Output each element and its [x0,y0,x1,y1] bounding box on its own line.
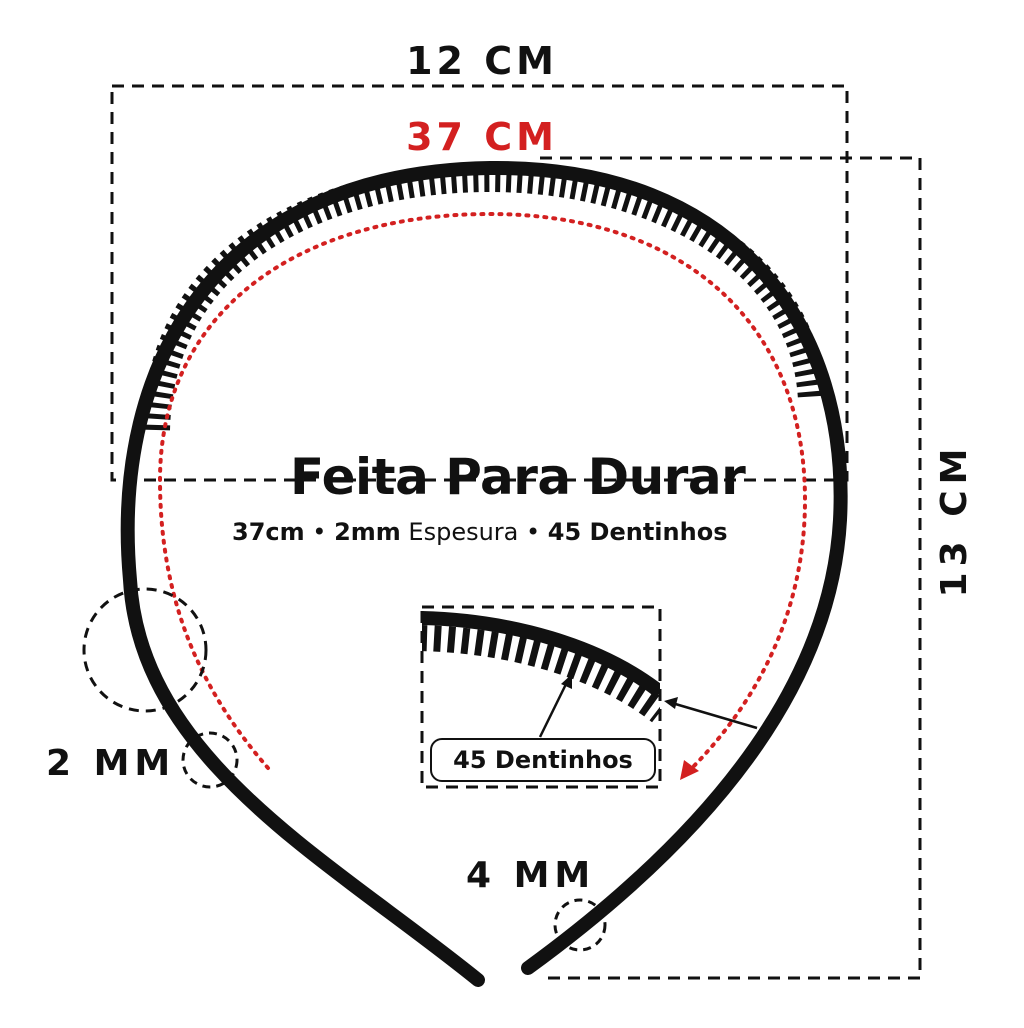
tip-circle [553,898,607,952]
spec-thickness: 2mm [334,518,401,546]
thickness-label: 2 MM [46,743,176,784]
spec-line: 37cm • 2mm Espesura • 45 Dentinhos [232,520,727,544]
spec-thickness-label: Espesura [400,518,519,546]
spec-teeth: 45 Dentinhos [547,518,728,546]
spec-separator: • [304,518,335,546]
arc-length-label: 37 CM [406,115,558,159]
inset-pointer-head-icon [664,697,678,709]
headband-band [120,160,848,987]
height-label: 13 CM [934,442,975,598]
width-label: 12 CM [406,39,558,83]
spec-separator: • [518,518,548,546]
width-dimension-box [110,84,849,482]
inset-pointer-line [671,701,758,730]
tip-width-label: 4 MM [466,855,596,896]
badge-pointer-line [538,679,570,738]
badge-pointer-head-icon [561,674,572,689]
spec-length: 37cm [232,518,305,546]
thickness-circle [181,731,239,789]
headline: Feita Para Durar [290,448,746,506]
height-dimension-box [540,156,922,980]
teeth-count-badge: 45 Dentinhos [430,738,656,782]
arc-length-dotted-line [157,211,808,772]
arc-arrow-head-icon [680,760,699,780]
cross-section-circle [82,587,208,713]
